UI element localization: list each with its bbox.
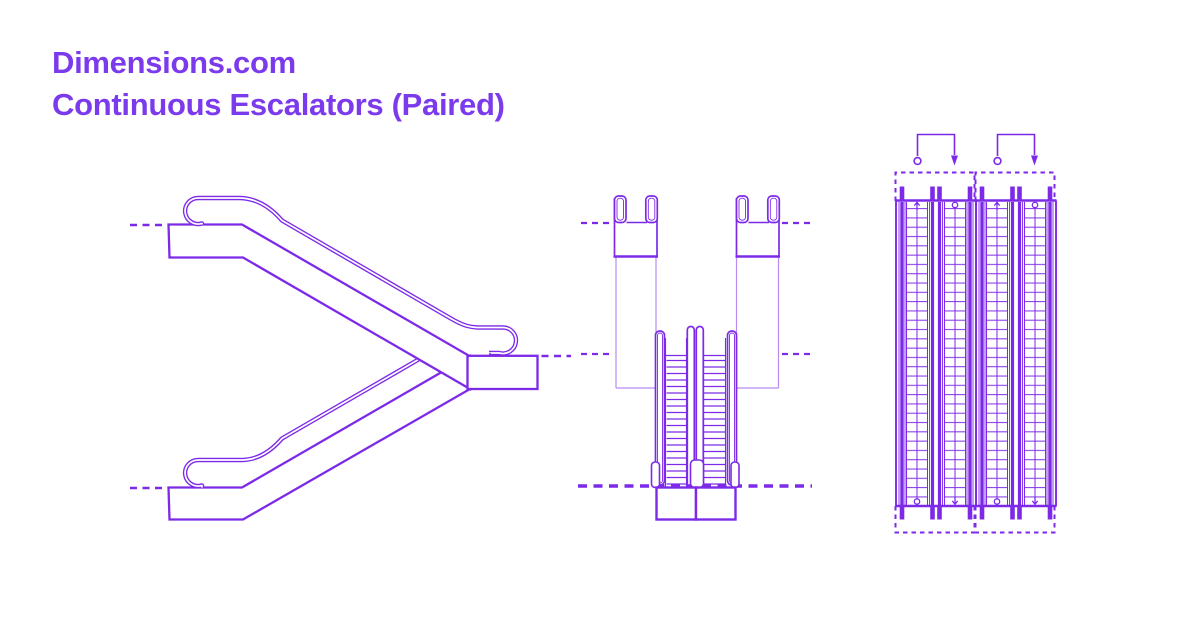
circulation-arrowhead (951, 155, 958, 166)
upper-landing-section-left (613, 195, 659, 258)
middle-landing-platform (466, 354, 539, 391)
balustrade-walls (904, 202, 968, 505)
site-name: Dimensions.com (52, 45, 296, 80)
plan-view-drawing (894, 132, 1059, 535)
handrail-stubs (899, 186, 973, 520)
lower-run-channels (578, 325, 812, 521)
steps-right-channel (704, 355, 726, 486)
handrail-profile (766, 195, 781, 224)
side-elevation-drawing (130, 195, 571, 521)
escalator-lane (894, 133, 977, 534)
up-band-end-circle (913, 498, 921, 505)
escalator-lane (973, 132, 1059, 535)
page-title: Continuous Escalators (Paired) (52, 87, 505, 122)
upper-truss-projection-lines (615, 256, 780, 389)
circulation-bracket (916, 133, 956, 156)
down-arrow-marker (951, 496, 959, 506)
upper-escalator-handrail (182, 195, 519, 356)
bottom-landing-zone-dashed (894, 506, 976, 534)
floor-plate-left (655, 486, 698, 521)
handrail-profile (613, 195, 627, 224)
upper-escalator-handrail-groove (184, 197, 517, 355)
steps-left-channel (666, 355, 686, 486)
handrail-center-pair (930, 202, 942, 505)
handrail-profile (735, 195, 749, 224)
handrail-profile (644, 195, 659, 224)
newel-front-left (650, 461, 661, 489)
up-arrow-marker (913, 201, 921, 210)
down-band-start-circle (951, 201, 959, 209)
handrail-outer-lines (900, 202, 972, 505)
deck-lines (898, 202, 974, 505)
front-elevation-drawing (578, 195, 812, 521)
title-block: Dimensions.com Continuous Escalators (Pa… (52, 42, 505, 126)
newel-front-right (730, 461, 740, 489)
floor-plate-right (694, 486, 737, 521)
lower-escalator-handrail-groove (184, 358, 419, 488)
circulation-start-circle (913, 156, 922, 166)
lower-escalator-truss (167, 354, 472, 521)
top-landing-zone-dashed (894, 171, 976, 201)
newel-front-center (689, 459, 705, 489)
upper-escalator-truss (167, 223, 472, 392)
upper-landing-section-right (735, 195, 781, 258)
